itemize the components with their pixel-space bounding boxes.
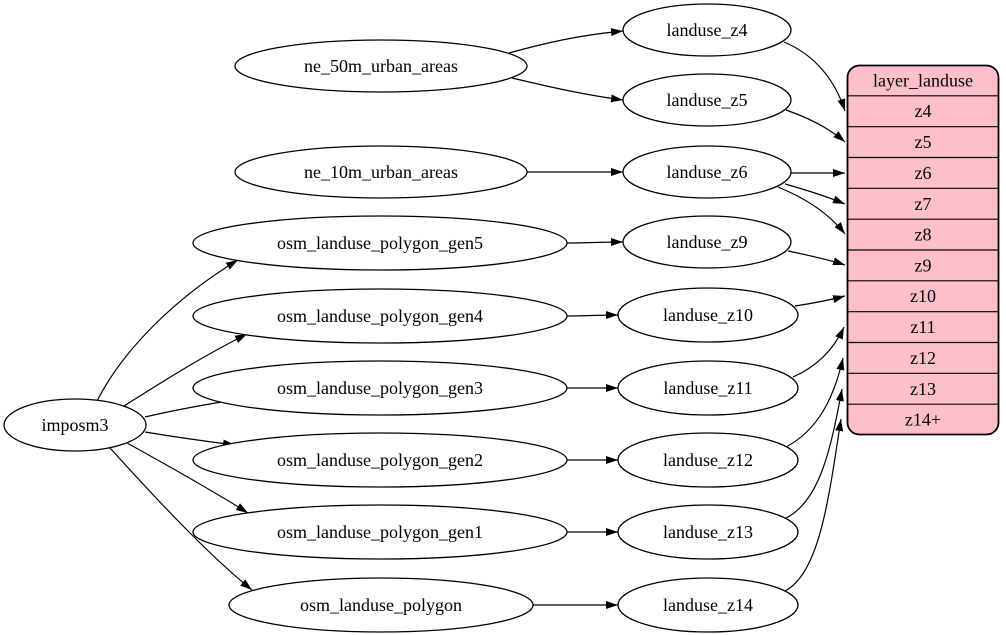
node-label: ne_10m_urban_areas xyxy=(304,162,458,182)
edge-ne50m-landuse-z4 xyxy=(508,28,624,54)
table-cell-z8: z8 xyxy=(915,225,932,245)
node-label: landuse_z5 xyxy=(667,90,748,110)
table-cell-z9: z9 xyxy=(915,255,932,275)
node-label: osm_landuse_polygon_gen4 xyxy=(277,306,483,326)
node-label: ne_50m_urban_areas xyxy=(304,56,458,76)
node-ellipse xyxy=(622,73,792,127)
node-label: osm_landuse_polygon_gen5 xyxy=(277,233,483,253)
node-ellipse xyxy=(622,145,792,199)
edge-landuse-z12-row-z12 xyxy=(785,357,845,448)
node-ellipse xyxy=(617,504,799,560)
node-imposm3: imposm3 xyxy=(3,398,147,452)
node-label: osm_landuse_polygon xyxy=(300,595,462,615)
edge-landuse-z6-row-z8 xyxy=(777,186,846,235)
node-ellipse xyxy=(622,3,792,57)
node-landuse-z14: landuse_z14 xyxy=(617,577,799,633)
table-title: layer_landuse xyxy=(873,71,973,91)
edge-imposm3-gen2 xyxy=(144,431,236,448)
node-landuse-z9: landuse_z9 xyxy=(622,215,792,269)
edge-landuse-z6-row-z7 xyxy=(784,183,846,205)
node-ellipse xyxy=(622,215,792,269)
node-label: landuse_z13 xyxy=(663,522,753,542)
node-ellipse xyxy=(228,577,534,633)
table-cell-z14plus: z14+ xyxy=(905,410,941,430)
node-label: landuse_z11 xyxy=(663,378,752,398)
edge-ne50m-landuse-z5 xyxy=(511,77,624,103)
edge-imposm3-gen4 xyxy=(123,333,248,407)
table-cell-z12: z12 xyxy=(910,348,936,368)
edge-gen5-landuse-z9 xyxy=(566,238,624,247)
node-label: landuse_z4 xyxy=(667,20,748,40)
node-ellipse xyxy=(617,577,799,633)
layer-landuse-table: layer_landuse z4 z5 z6 z7 z8 z9 z10 z11 … xyxy=(846,64,1000,436)
table-cell-z13: z13 xyxy=(910,379,936,399)
node-ne-10m-urban-areas: ne_10m_urban_areas xyxy=(234,145,528,199)
node-osm-landuse-polygon: osm_landuse_polygon xyxy=(228,577,534,633)
edge-landuse-z14-row-z14plus xyxy=(784,418,844,592)
node-ellipse xyxy=(192,215,568,271)
edge-imposm3-polygon xyxy=(109,447,253,591)
node-label: osm_landuse_polygon_gen2 xyxy=(277,450,483,470)
node-ellipse xyxy=(192,432,568,488)
node-landuse-z13: landuse_z13 xyxy=(617,504,799,560)
node-label: landuse_z14 xyxy=(663,595,753,615)
node-label: landuse_z6 xyxy=(667,162,748,182)
node-ellipse xyxy=(192,360,568,416)
table-cell-z6: z6 xyxy=(915,163,932,183)
table-cell-z5: z5 xyxy=(915,132,932,152)
node-label: imposm3 xyxy=(41,415,108,435)
edge-imposm3-gen5 xyxy=(96,259,239,402)
edge-layer xyxy=(96,28,846,610)
node-landuse-z10: landuse_z10 xyxy=(617,287,799,343)
edge-landuse-z5-row-z5 xyxy=(785,109,846,143)
edge-landuse-z9-row-z9 xyxy=(787,250,846,266)
node-osm-landuse-polygon-gen3: osm_landuse_polygon_gen3 xyxy=(192,360,568,416)
node-ellipse xyxy=(3,398,147,452)
node-ellipse xyxy=(617,360,799,416)
edge-landuse-z13-row-z13 xyxy=(785,388,844,519)
edge-imposm3-gen1 xyxy=(126,442,249,514)
node-ellipse xyxy=(617,287,799,343)
node-landuse-z12: landuse_z12 xyxy=(617,432,799,488)
node-osm-landuse-polygon-gen4: osm_landuse_polygon_gen4 xyxy=(192,288,568,344)
edge-landuse-z10-row-z10 xyxy=(794,295,846,307)
node-landuse-z6: landuse_z6 xyxy=(622,145,792,199)
node-ellipse xyxy=(192,504,568,560)
node-ellipse xyxy=(234,39,528,93)
node-osm-landuse-polygon-gen1: osm_landuse_polygon_gen1 xyxy=(192,504,568,560)
edge-landuse-z4-row-z4 xyxy=(783,41,846,112)
node-landuse-z11: landuse_z11 xyxy=(617,360,799,416)
edge-gen4-landuse-z10 xyxy=(566,311,619,320)
table-cell-z11: z11 xyxy=(910,317,935,337)
node-ellipse xyxy=(192,288,568,344)
node-landuse-z4: landuse_z4 xyxy=(622,3,792,57)
node-ellipse xyxy=(234,145,528,199)
node-ne-50m-urban-areas: ne_50m_urban_areas xyxy=(234,39,528,93)
node-label: osm_landuse_polygon_gen3 xyxy=(277,378,483,398)
node-label: landuse_z9 xyxy=(667,232,748,252)
table-cell-z10: z10 xyxy=(910,286,936,306)
node-osm-landuse-polygon-gen5: osm_landuse_polygon_gen5 xyxy=(192,215,568,271)
node-label: landuse_z12 xyxy=(663,450,753,470)
node-ellipse xyxy=(617,432,799,488)
node-label: osm_landuse_polygon_gen1 xyxy=(277,522,483,542)
node-osm-landuse-polygon-gen2: osm_landuse_polygon_gen2 xyxy=(192,432,568,488)
node-landuse-z5: landuse_z5 xyxy=(622,73,792,127)
table-cell-z7: z7 xyxy=(915,194,932,214)
table-cell-z4: z4 xyxy=(915,101,932,121)
node-label: landuse_z10 xyxy=(663,305,753,325)
edge-landuse-z11-row-z11 xyxy=(792,326,845,378)
